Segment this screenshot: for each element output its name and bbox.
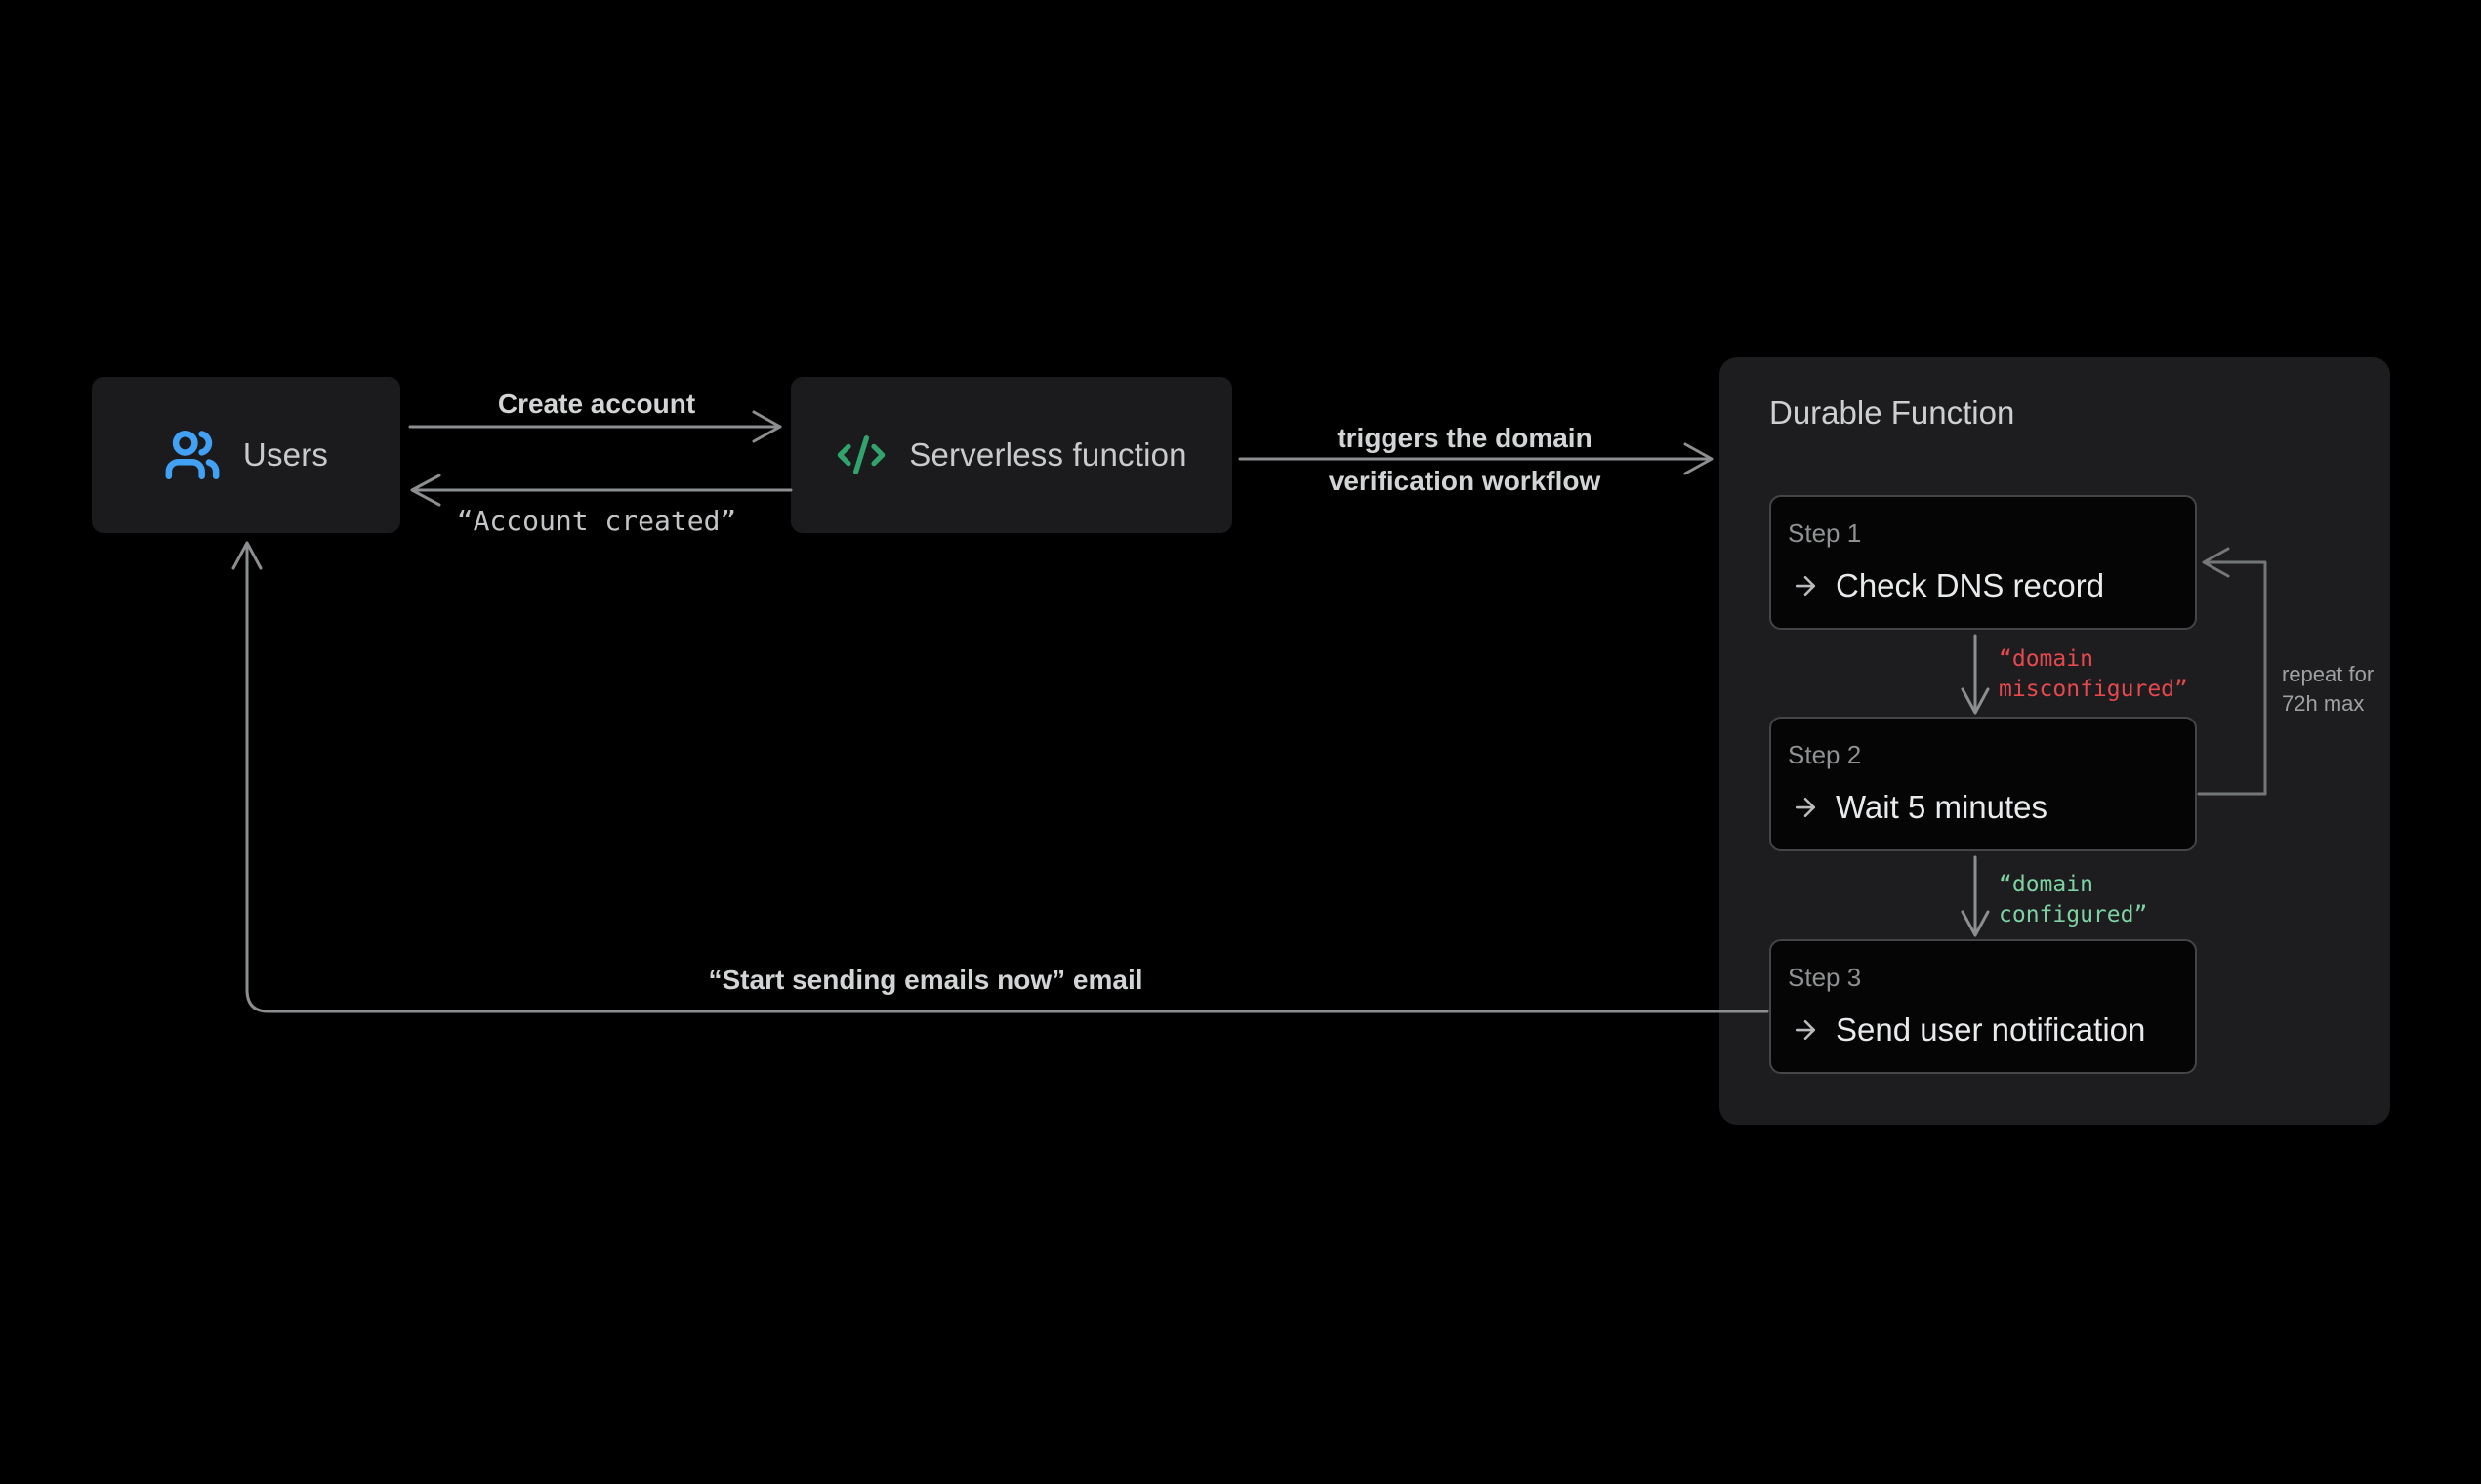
step-3-action-label: Send user notification (1836, 1011, 2146, 1048)
serverless-node-label: Serverless function (909, 436, 1187, 473)
users-node-label: Users (242, 436, 329, 473)
arrow-right-icon (1795, 1019, 1816, 1041)
step-2-card: Step 2 Wait 5 minutes (1769, 717, 2197, 851)
step-3-card: Step 3 Send user notification (1769, 939, 2197, 1074)
code-xml-icon (838, 435, 886, 474)
trigger-label-line2: verification workflow (1328, 466, 1601, 496)
step-1-action-label: Check DNS record (1836, 567, 2105, 603)
step-2-action: Wait 5 minutes (1791, 789, 2047, 826)
step-2-action-label: Wait 5 minutes (1836, 789, 2048, 825)
step-1-label: Step 1 (1788, 518, 1862, 548)
email-return-arrow (231, 541, 1769, 1013)
step-2-label: Step 2 (1788, 740, 1862, 769)
domain-misconfigured-label: “domain misconfigured” (1999, 646, 2188, 702)
email-label: “Start sending emails now” email (708, 965, 1143, 995)
account-created-label: “Account created” (456, 505, 737, 537)
trigger-label-line1: triggers the domain (1337, 423, 1592, 453)
durable-function-panel: Durable Function Step 1 Check DNS record… (1719, 357, 2390, 1125)
users-icon (165, 430, 220, 480)
step-3-action: Send user notification (1791, 1011, 2145, 1049)
domain-configured-label: “domain configured” (1999, 872, 2148, 928)
durable-function-title: Durable Function (1769, 394, 2015, 431)
step-3-label: Step 3 (1788, 963, 1862, 992)
repeat-72h-label: repeat for 72h max (2282, 662, 2375, 716)
serverless-function-node: Serverless function (791, 377, 1232, 533)
arrow-right-icon (1795, 575, 1816, 597)
users-node: Users (92, 377, 400, 533)
create-account-label: Create account (497, 389, 696, 419)
step-1-action: Check DNS record (1791, 567, 2104, 604)
arrow-right-icon (1795, 797, 1816, 818)
account-created-arrow (410, 474, 793, 507)
step-1-card: Step 1 Check DNS record (1769, 495, 2197, 630)
